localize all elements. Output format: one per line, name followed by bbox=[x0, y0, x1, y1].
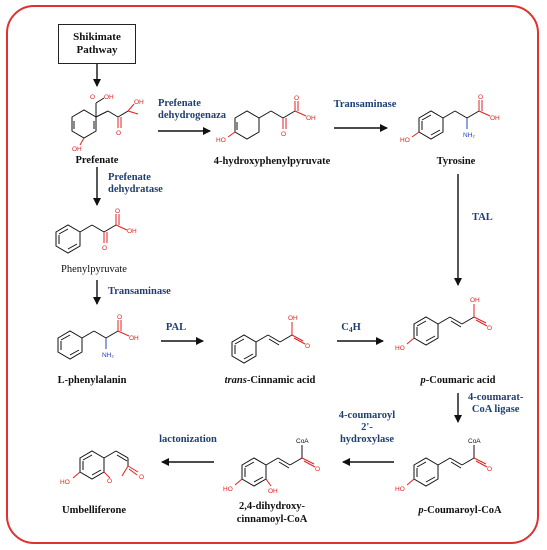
enzyme-4-coumarat-coa-ligase: 4-coumarat- CoA ligase bbox=[468, 392, 524, 415]
dihydroxy-structure bbox=[234, 445, 316, 487]
phenylpyruvate-structure bbox=[55, 214, 128, 254]
enzyme-pal: PAL bbox=[165, 322, 187, 333]
enzyme-c4h: C4H bbox=[341, 322, 361, 334]
cinnamic-o: O bbox=[305, 343, 310, 350]
prefenate-oh-acid: OH bbox=[134, 99, 144, 106]
coumaroyl-coa-structure bbox=[406, 445, 488, 487]
tyrosine-o: O bbox=[478, 94, 483, 101]
prefenate-structure bbox=[71, 97, 139, 146]
phenylpyruvate-oh: OH bbox=[127, 228, 137, 235]
shikimate-pathway-box: Shikimate Pathway bbox=[58, 24, 136, 64]
start-line-2: Pathway bbox=[76, 44, 118, 56]
umbelliferone-ho: HO bbox=[60, 479, 70, 486]
coumaroyl-coa-label: CoA bbox=[468, 438, 481, 445]
dihydroxy-o: O bbox=[315, 466, 320, 473]
compound-cinnamic-acid: trans-Cinnamic acid bbox=[224, 375, 316, 386]
umbelliferone-o: O bbox=[139, 474, 144, 481]
compound-dihydroxy-cinnamoyl-coa: 2,4-dihydroxy- cinnamoyl-CoA bbox=[236, 501, 308, 525]
umbelliferone-structure bbox=[72, 450, 139, 480]
dihydroxy-coa-label: CoA bbox=[296, 438, 309, 445]
cinnamic-oh: OH bbox=[288, 315, 298, 322]
coumaric-oh: OH bbox=[470, 297, 480, 304]
enzyme-tal: TAL bbox=[472, 212, 493, 223]
cinnamic-acid-structure bbox=[231, 322, 306, 364]
compound-coumaric-acid: p-Coumaric acid bbox=[420, 375, 496, 386]
tyrosine-oh: OH bbox=[490, 115, 500, 122]
enzyme-prefenate-dehydratase: Prefenate dehydratase bbox=[108, 172, 163, 195]
enzyme-prefenate-dehydrogenaza: Prefenate dehydrogenaza bbox=[158, 98, 227, 121]
compound-phenylalanine: L-phenylalanin bbox=[57, 375, 127, 386]
coumaric-ho: HO bbox=[395, 345, 405, 352]
phenylalanine-oh: OH bbox=[129, 335, 139, 342]
diagram-frame bbox=[6, 5, 539, 544]
enzyme-4-coumaroyl-2-hydroxylase: 4-coumaroyl 2'- hydroxylase bbox=[338, 410, 396, 445]
tyrosine-ho: HO bbox=[400, 137, 410, 144]
phenylalanine-nh2: NH₂ bbox=[102, 352, 114, 359]
hpp-oh: OH bbox=[306, 115, 316, 122]
hpp-ho: HO bbox=[216, 137, 226, 144]
enzyme-lactonization: lactonization bbox=[159, 434, 217, 445]
prefenate-o-acid: O bbox=[116, 130, 121, 137]
coumaric-acid-structure bbox=[406, 304, 488, 346]
enzyme-transaminase-top: Transaminase bbox=[333, 99, 397, 110]
prefenate-o-top: O bbox=[90, 94, 95, 101]
prefenate-oh-bottom: OH bbox=[72, 146, 82, 153]
coumaroyl-o: O bbox=[487, 466, 492, 473]
tyrosine-structure bbox=[411, 100, 491, 140]
compound-phenylpyruvate: Phenylpyruvate bbox=[61, 264, 127, 275]
phenylpyruvate-o: O bbox=[102, 245, 107, 252]
hpp-o: O bbox=[281, 131, 286, 138]
compound-umbelliferone: Umbelliferone bbox=[62, 505, 126, 516]
phenylalanine-o: O bbox=[117, 314, 122, 321]
compound-prefenate: Prefenate bbox=[75, 155, 119, 166]
prefenate-oh-top: OH bbox=[104, 94, 114, 101]
dihydroxy-ho: HO bbox=[223, 486, 233, 493]
umbelliferone-ring-o: O bbox=[107, 478, 112, 485]
start-line-1: Shikimate bbox=[73, 31, 121, 43]
compound-tyrosine: Tyrosine bbox=[436, 156, 476, 167]
hpp-structure bbox=[227, 101, 307, 140]
compound-hpp: 4-hydroxyphenylpyruvate bbox=[213, 156, 331, 167]
phenylalanine-structure bbox=[57, 320, 130, 360]
enzyme-transaminase-mid: Transaminase bbox=[108, 286, 171, 297]
coumaroyl-ho: HO bbox=[395, 486, 405, 493]
hpp-o-top: O bbox=[294, 95, 299, 102]
dihydroxy-oh: OH bbox=[268, 488, 278, 495]
coumaric-o: O bbox=[487, 325, 492, 332]
phenylpyruvate-o-top: O bbox=[115, 208, 120, 215]
tyrosine-nh2: NH₂ bbox=[463, 132, 475, 139]
compound-coumaroyl-coa: p-Coumaroyl-CoA bbox=[418, 505, 502, 516]
